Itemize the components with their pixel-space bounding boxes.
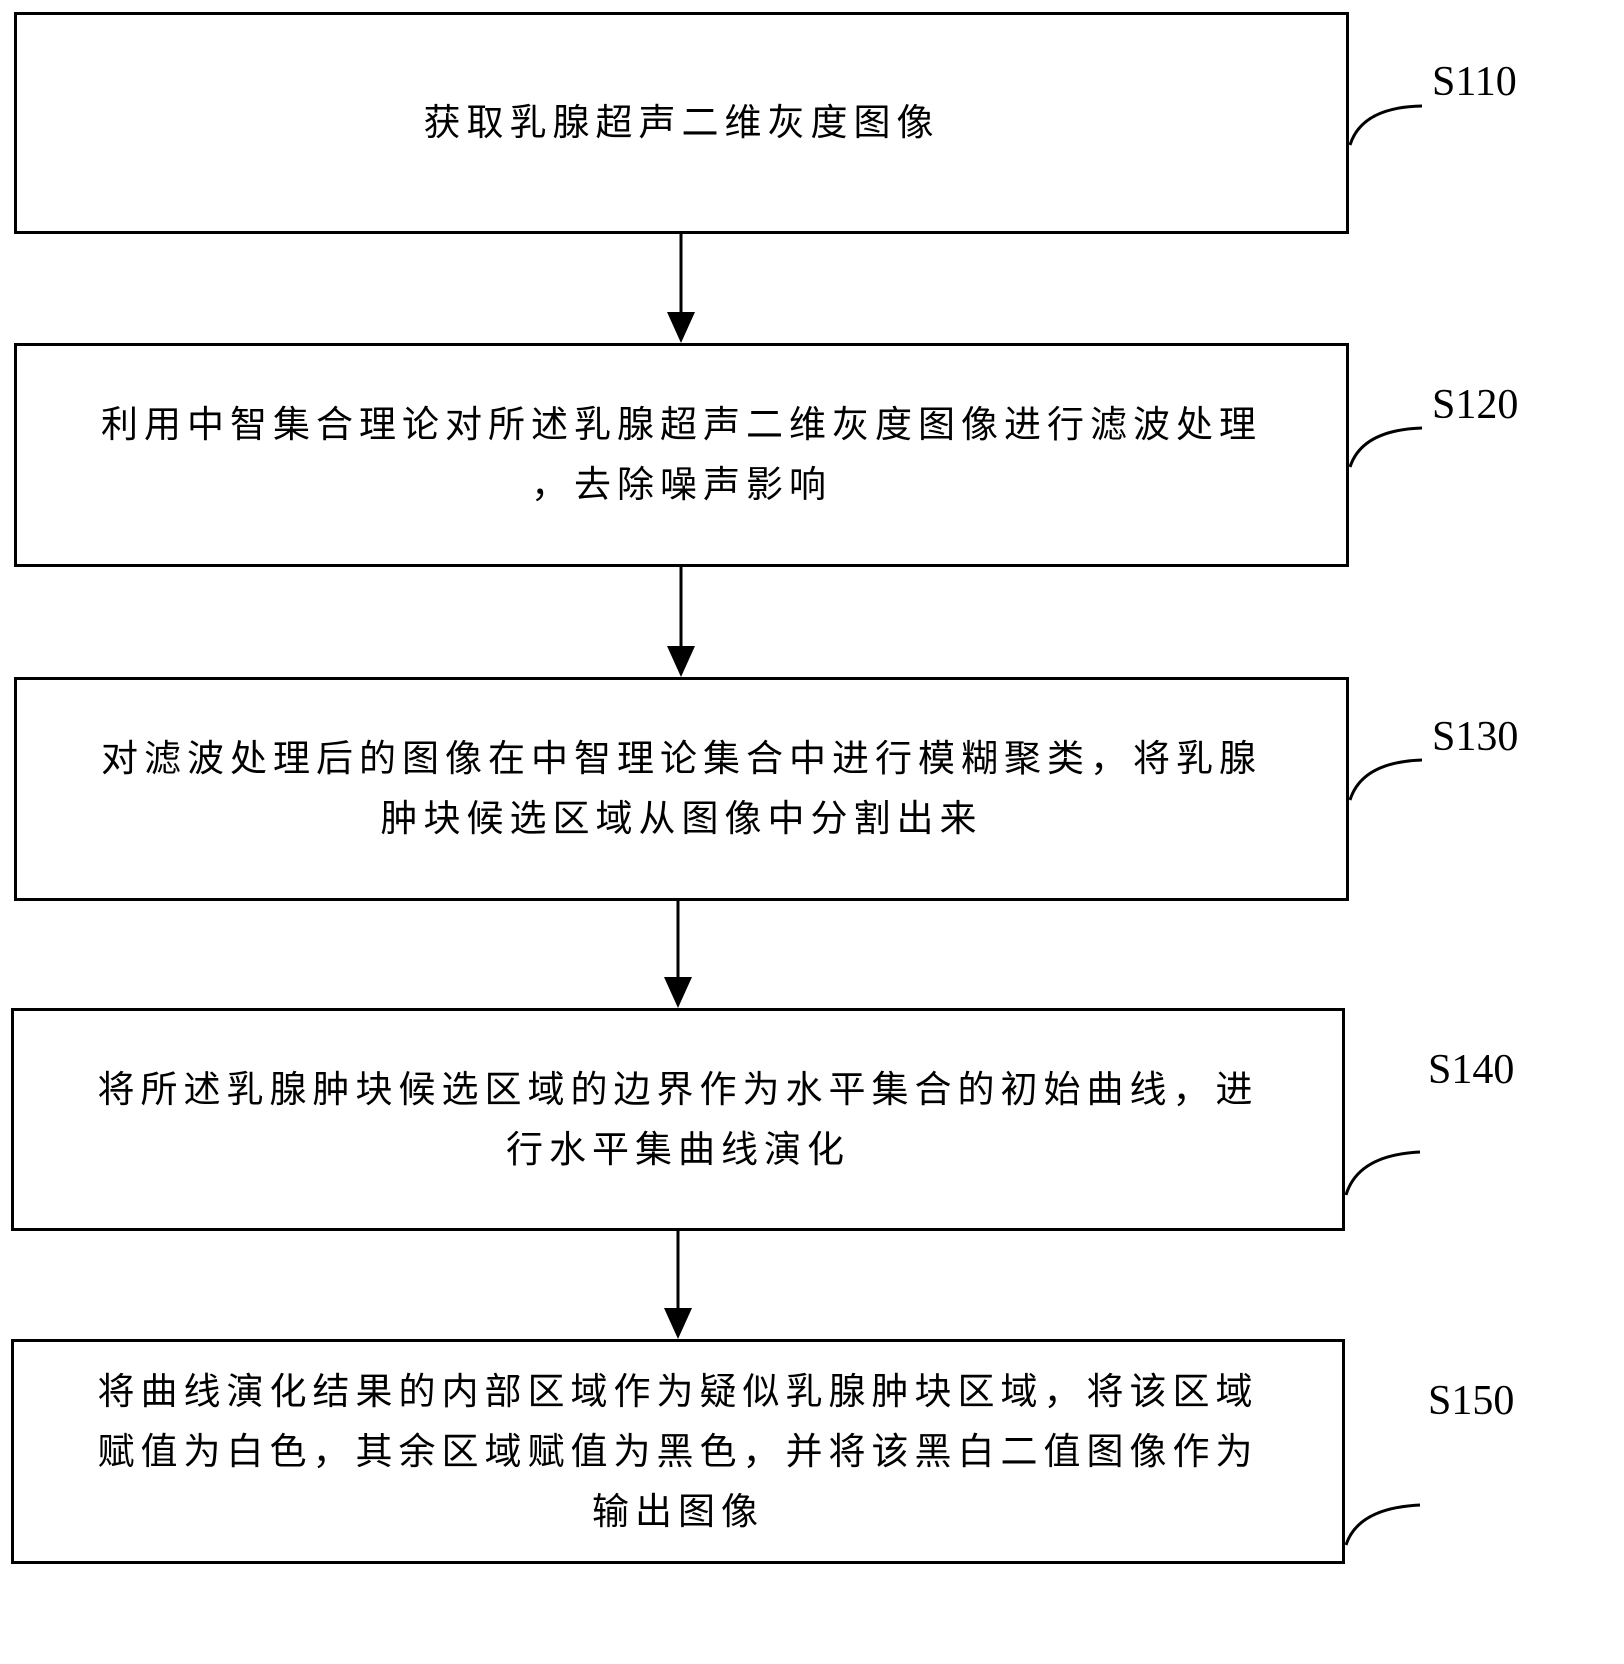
step-label-s110: S110 bbox=[1432, 59, 1517, 105]
leader-curve-s120 bbox=[1348, 426, 1423, 468]
arrow-s130-s140 bbox=[664, 901, 692, 1008]
leader-curve-s130 bbox=[1348, 758, 1423, 801]
step-label-s140: S140 bbox=[1428, 1047, 1515, 1093]
leader-curve-s110 bbox=[1348, 104, 1423, 146]
step-line: 输出图像 bbox=[592, 1489, 764, 1533]
step-line: 利用中智集合理论对所述乳腺超声二维灰度图像进行滤波处理 bbox=[101, 403, 1262, 446]
step-box-s120: 利用中智集合理论对所述乳腺超声二维灰度图像进行滤波处理 ，去除噪声影响 bbox=[14, 343, 1349, 567]
step-line: 获取乳腺超声二维灰度图像 bbox=[423, 101, 940, 144]
step-box-s130: 对滤波处理后的图像在中智理论集合中进行模糊聚类，将乳腺 肿块候选区域从图像中分割… bbox=[14, 677, 1349, 901]
step-line: 对滤波处理后的图像在中智理论集合中进行模糊聚类，将乳腺 bbox=[101, 737, 1262, 780]
leader-curve-s150 bbox=[1344, 1503, 1421, 1546]
step-box-s110: 获取乳腺超声二维灰度图像 bbox=[14, 12, 1349, 234]
step-text-s110: 获取乳腺超声二维灰度图像 bbox=[400, 93, 964, 153]
leader-curve-s140 bbox=[1344, 1150, 1421, 1196]
step-text-s150: 将曲线演化结果的内部区域作为疑似乳腺肿块区域，将该区域 赋值为白色，其余区域赋值… bbox=[74, 1362, 1283, 1542]
step-label-s120: S120 bbox=[1432, 382, 1519, 428]
step-line: 将曲线演化结果的内部区域作为疑似乳腺肿块区域，将该区域 bbox=[97, 1369, 1259, 1413]
step-box-s140: 将所述乳腺肿块候选区域的边界作为水平集合的初始曲线，进 行水平集曲线演化 bbox=[11, 1008, 1345, 1231]
step-line: 肿块候选区域从图像中分割出来 bbox=[380, 797, 983, 840]
step-line: ，去除噪声影响 bbox=[531, 463, 832, 506]
step-text-s130: 对滤波处理后的图像在中智理论集合中进行模糊聚类，将乳腺 肿块候选区域从图像中分割… bbox=[77, 729, 1286, 849]
step-label-s130: S130 bbox=[1432, 714, 1519, 760]
step-line: 赋值为白色，其余区域赋值为黑色，并将该黑白二值图像作为 bbox=[97, 1429, 1259, 1473]
arrow-s120-s130 bbox=[667, 567, 695, 677]
step-text-s120: 利用中智集合理论对所述乳腺超声二维灰度图像进行滤波处理 ，去除噪声影响 bbox=[77, 395, 1286, 515]
arrow-s110-s120 bbox=[667, 234, 695, 343]
step-text-s140: 将所述乳腺肿块候选区域的边界作为水平集合的初始曲线，进 行水平集曲线演化 bbox=[74, 1060, 1283, 1180]
step-box-s150: 将曲线演化结果的内部区域作为疑似乳腺肿块区域，将该区域 赋值为白色，其余区域赋值… bbox=[11, 1339, 1345, 1564]
step-label-s150: S150 bbox=[1428, 1378, 1515, 1424]
step-line: 行水平集曲线演化 bbox=[506, 1127, 850, 1171]
arrow-s140-s150 bbox=[664, 1231, 692, 1339]
step-line: 将所述乳腺肿块候选区域的边界作为水平集合的初始曲线，进 bbox=[97, 1067, 1259, 1111]
